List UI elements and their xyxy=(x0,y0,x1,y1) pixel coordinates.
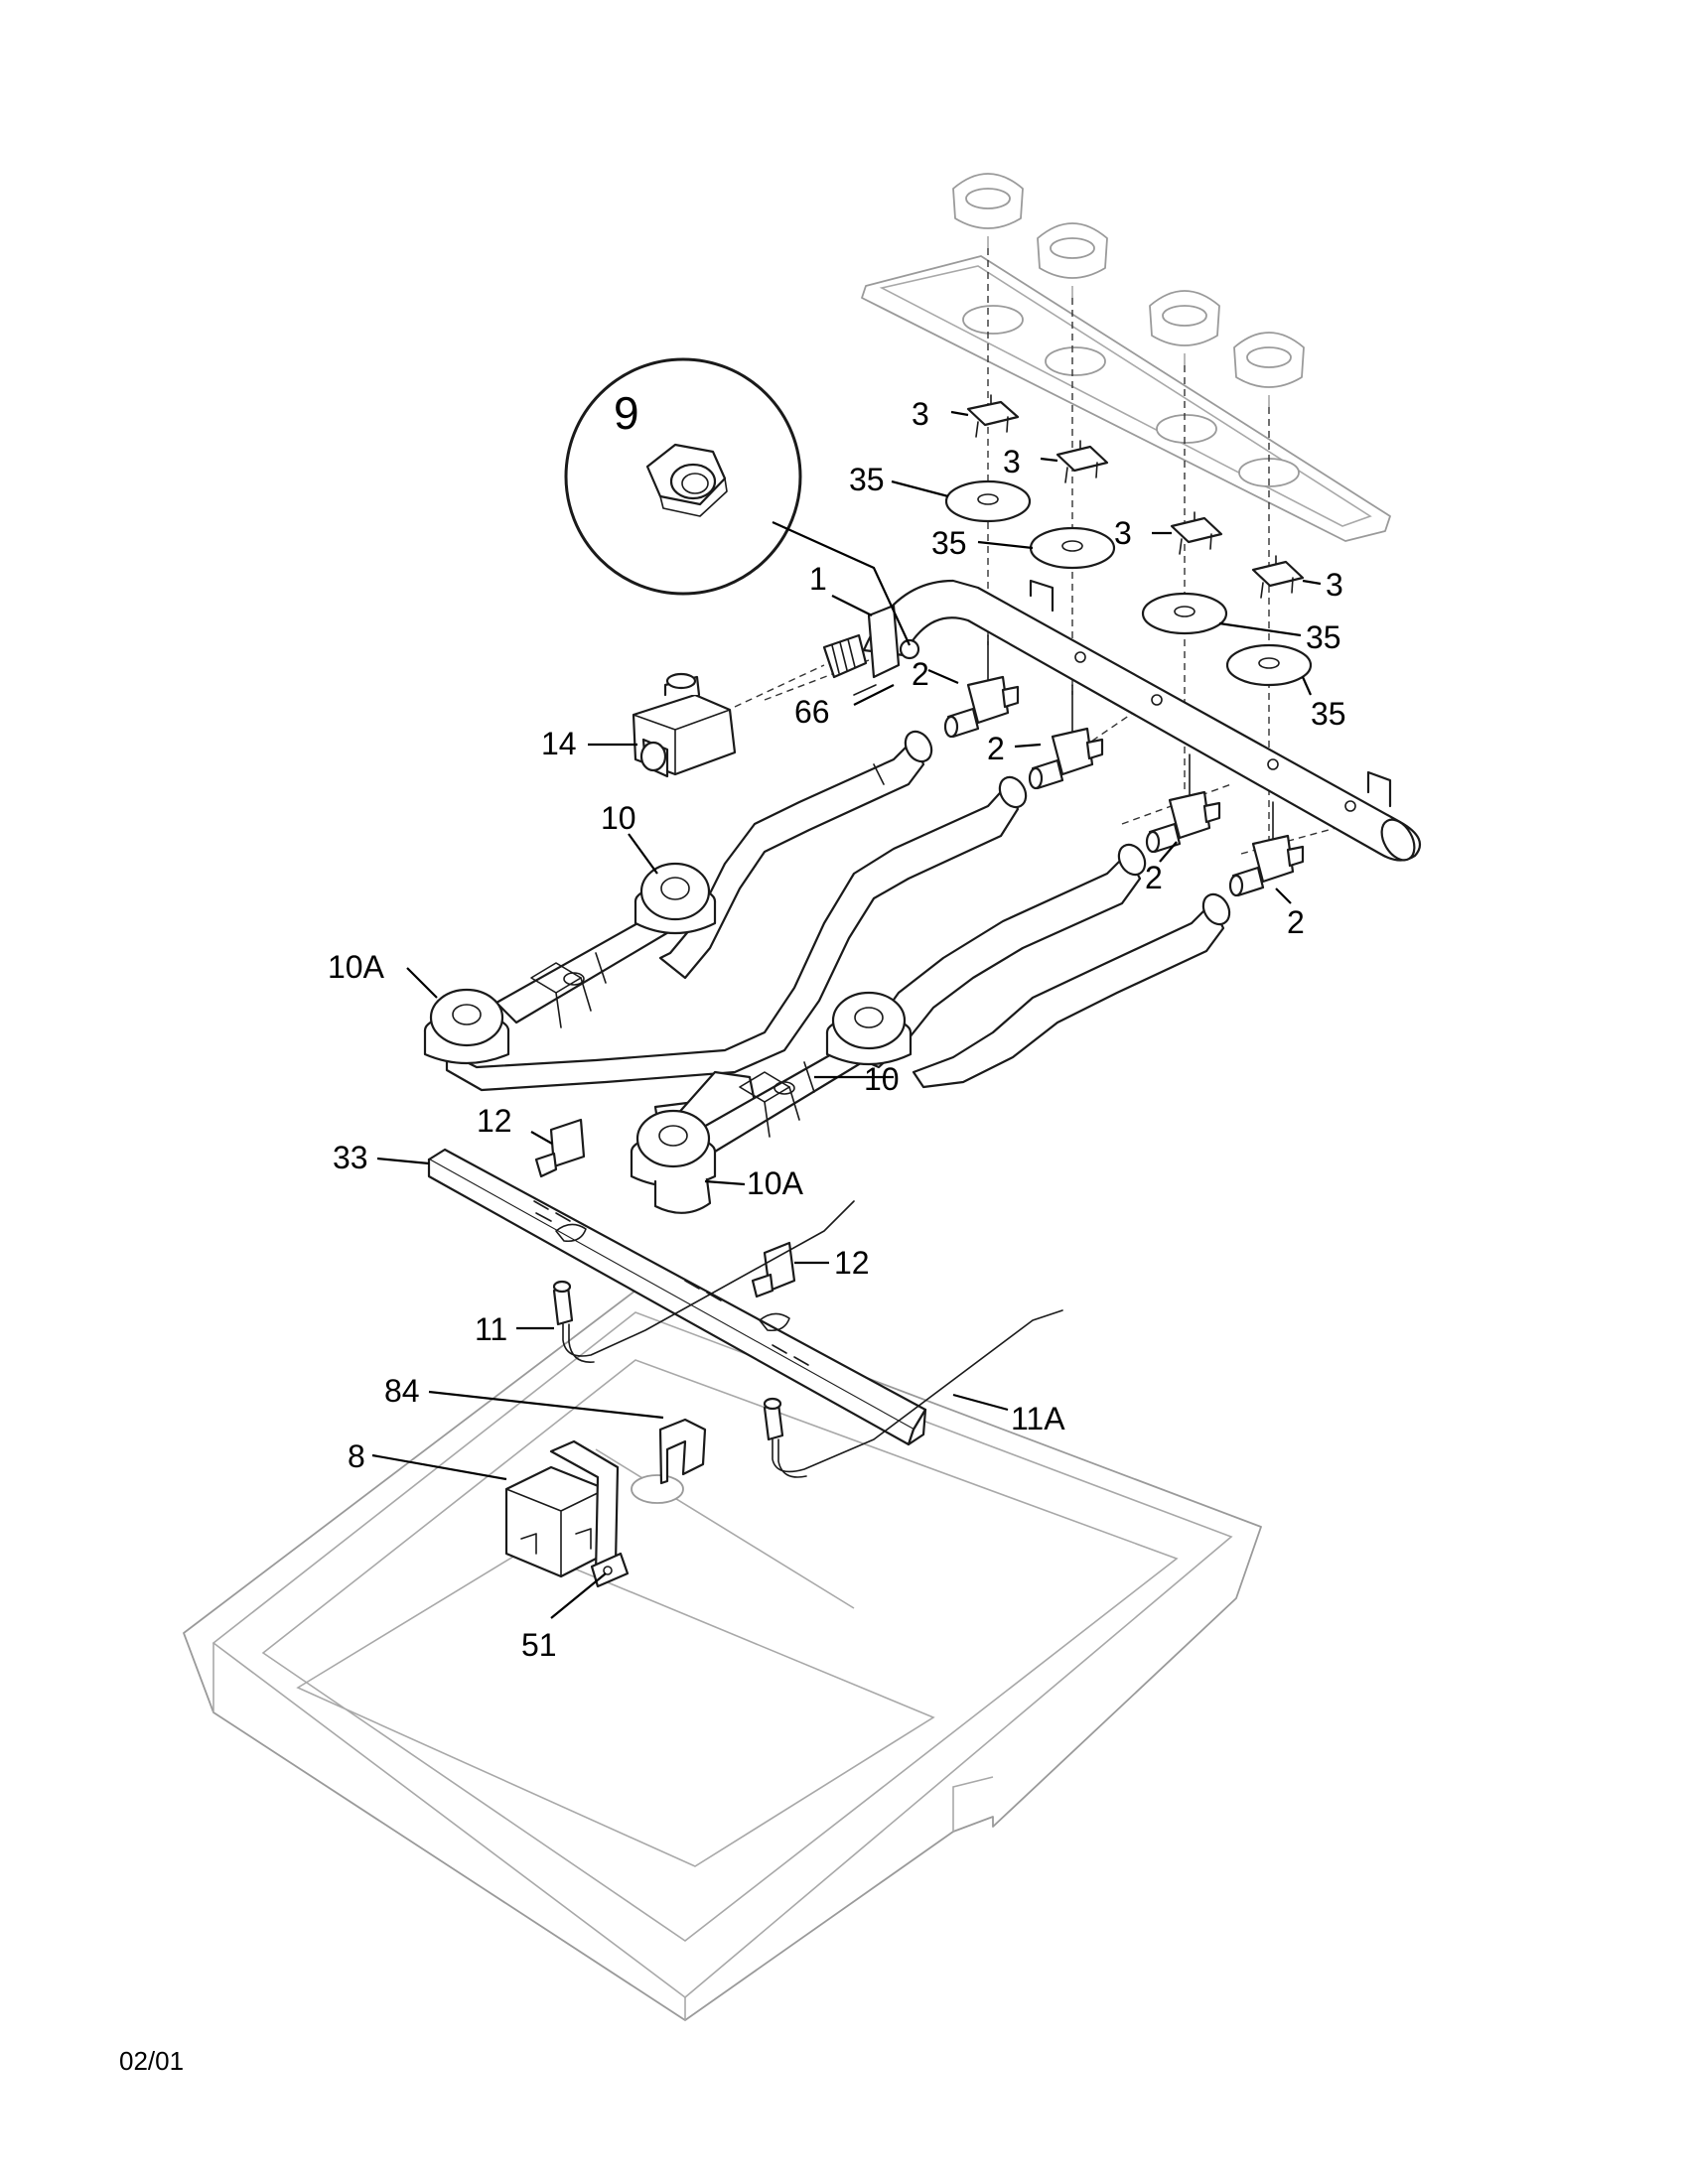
label-10: 10 xyxy=(601,800,636,836)
pressure-regulator xyxy=(632,664,825,778)
orifice-fitting xyxy=(822,633,920,679)
manifold-pipe xyxy=(853,579,1422,862)
label-2: 2 xyxy=(1145,860,1163,895)
burner-tube-left-front xyxy=(445,775,1028,1092)
knob-3 xyxy=(1149,290,1220,365)
footer-date: 02/01 xyxy=(119,2046,184,2076)
igniter-11A xyxy=(763,1309,1063,1478)
label-3: 3 xyxy=(1114,515,1132,551)
part-labels: 3 3 3 3 35 35 35 35 9 1 66 2 2 2 2 14 10… xyxy=(328,387,1346,1663)
label-10: 10 xyxy=(864,1061,900,1097)
burner-box xyxy=(183,1290,1262,2021)
gas-valve-3 xyxy=(1145,753,1221,854)
gas-valve-4 xyxy=(1228,801,1305,897)
spark-module xyxy=(504,1465,608,1578)
label-3: 3 xyxy=(1003,444,1021,479)
control-panel xyxy=(861,255,1391,542)
burner-head-10-right xyxy=(825,991,913,1066)
wire-shield xyxy=(658,1418,707,1485)
label-2: 2 xyxy=(987,731,1005,766)
label-35: 35 xyxy=(1311,696,1346,732)
knob-4 xyxy=(1233,332,1305,407)
nut-detail-callout xyxy=(564,357,911,646)
label-12: 12 xyxy=(477,1103,512,1139)
burner-tube-left-rear xyxy=(658,730,933,980)
label-10A: 10A xyxy=(747,1165,804,1201)
label-66: 66 xyxy=(794,694,830,730)
igniter-channel xyxy=(427,1148,927,1446)
label-1: 1 xyxy=(809,561,827,597)
label-84: 84 xyxy=(384,1373,420,1409)
washer-1 xyxy=(944,479,1032,523)
label-35: 35 xyxy=(849,462,885,497)
label-51: 51 xyxy=(521,1627,557,1663)
washer-2 xyxy=(1029,526,1116,570)
label-35: 35 xyxy=(1306,619,1341,655)
burner-tube-right-rear xyxy=(842,843,1147,1069)
washer-4 xyxy=(1225,643,1313,687)
label-12: 12 xyxy=(834,1245,870,1281)
igniter-clip-1 xyxy=(534,1118,586,1178)
gas-valve-2 xyxy=(1028,684,1104,790)
label-35: 35 xyxy=(931,525,967,561)
igniter-11 xyxy=(552,1200,855,1363)
knob-1 xyxy=(952,173,1024,248)
washer-3 xyxy=(1141,592,1228,635)
label-11: 11 xyxy=(475,1311,507,1347)
burner-head-10A-right xyxy=(630,1109,717,1214)
label-2: 2 xyxy=(912,656,929,692)
valve-bracket-4 xyxy=(1251,555,1305,599)
label-3: 3 xyxy=(912,396,929,432)
valve-bracket-3 xyxy=(1170,511,1223,555)
label-33: 33 xyxy=(333,1140,368,1175)
valve-bracket-1 xyxy=(966,394,1020,438)
label-11A: 11A xyxy=(1011,1401,1065,1436)
leader-lines xyxy=(371,410,1322,1619)
igniter-clip-2 xyxy=(751,1241,796,1298)
label-8: 8 xyxy=(348,1438,365,1474)
burner-head-10-left xyxy=(633,862,717,935)
burner-head-10A-left xyxy=(423,988,510,1065)
label-14: 14 xyxy=(541,726,577,761)
label-2: 2 xyxy=(1287,904,1305,940)
burner-bracket-left xyxy=(494,911,677,1028)
label-10A: 10A xyxy=(328,949,385,985)
knob-2 xyxy=(1037,222,1108,298)
gas-valve-1 xyxy=(943,634,1020,739)
valve-bracket-2 xyxy=(1055,440,1109,483)
label-3: 3 xyxy=(1326,567,1343,603)
label-9: 9 xyxy=(614,387,639,439)
